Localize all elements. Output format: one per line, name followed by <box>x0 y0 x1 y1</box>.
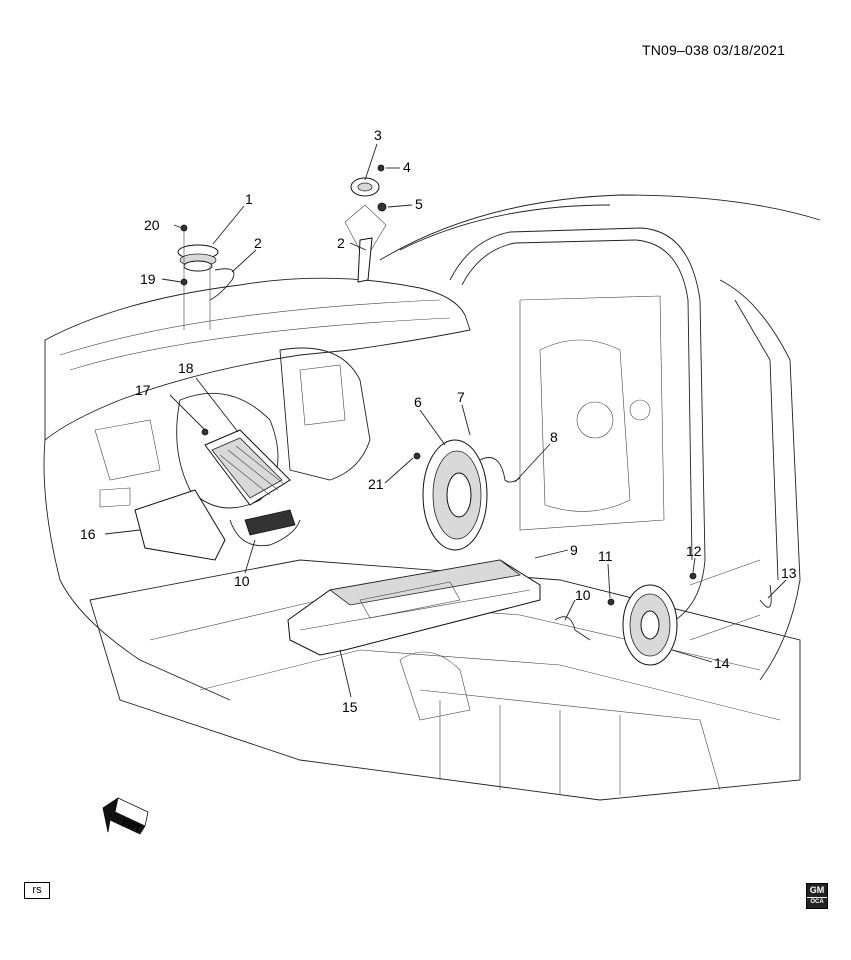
callout-20: 20 <box>144 217 160 233</box>
callout-13: 13 <box>781 565 797 581</box>
callout-18: 18 <box>178 360 194 376</box>
diagram-code-box: rs <box>24 882 50 899</box>
door-speaker-rear <box>607 559 772 666</box>
callout-labels: 1 2 2 3 4 5 6 7 8 9 10 10 11 12 13 14 15… <box>80 127 797 715</box>
front-direction-arrow-icon: FRT <box>102 797 149 835</box>
callout-3: 3 <box>374 127 382 143</box>
callout-19: 19 <box>140 271 156 287</box>
dashboard <box>43 277 471 701</box>
callout-2-left: 2 <box>254 235 262 251</box>
callout-17: 17 <box>135 382 151 398</box>
subwoofer-enclosure <box>287 559 541 656</box>
callout-6: 6 <box>414 394 422 410</box>
callout-1: 1 <box>245 191 253 207</box>
callout-16: 16 <box>80 526 96 542</box>
door-speaker-front <box>413 439 521 551</box>
front-indicator-label: FRT <box>120 818 142 835</box>
diagram-reference: TN09–038 03/18/2021 <box>642 42 786 58</box>
callout-10-right: 10 <box>575 587 591 603</box>
vehicle-body <box>379 194 821 681</box>
callout-11: 11 <box>598 548 613 564</box>
gm-logo-text: GM <box>809 885 825 895</box>
callout-8: 8 <box>550 429 558 445</box>
callout-5: 5 <box>415 196 423 212</box>
gm-logo-sub: OCA <box>807 897 827 906</box>
amplifier-module <box>201 428 291 506</box>
leader-lines <box>104 143 787 698</box>
gm-logo-icon: GM OCA <box>806 883 828 909</box>
speaker-assembly-top <box>177 224 235 330</box>
callout-4: 4 <box>403 159 411 175</box>
callout-15: 15 <box>342 699 358 715</box>
callout-7: 7 <box>457 389 465 405</box>
callout-9: 9 <box>570 542 578 558</box>
callout-14: 14 <box>714 655 730 671</box>
bracket-and-harness <box>134 489 301 561</box>
callout-10-left: 10 <box>234 573 250 589</box>
tweeter-assembly <box>344 164 387 283</box>
harness-lower <box>554 616 591 641</box>
callout-2-right: 2 <box>337 235 345 251</box>
callout-21: 21 <box>368 476 384 492</box>
callout-12: 12 <box>686 543 702 559</box>
